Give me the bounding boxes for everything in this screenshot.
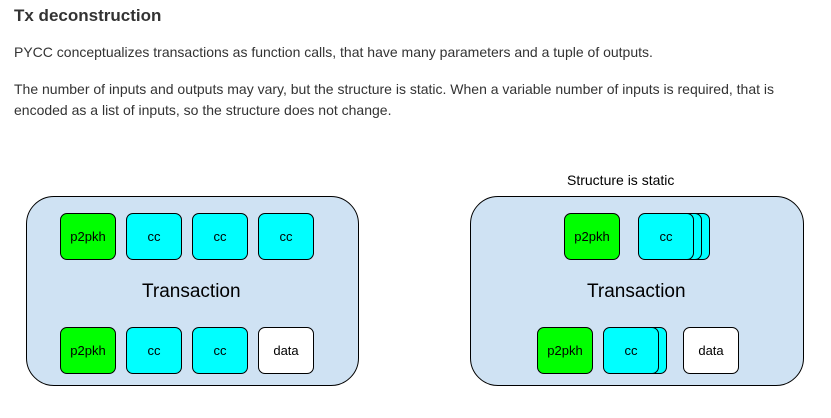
left-output-cc-2: cc: [192, 327, 248, 374]
right-transaction-label: Transaction: [587, 281, 686, 302]
intro-paragraph: PYCC conceptualizes transactions as func…: [14, 44, 653, 60]
left-transaction-box: Transaction p2pkh cc cc cc p2pkh cc cc d…: [26, 196, 359, 386]
left-output-p2pkh: p2pkh: [60, 327, 116, 374]
right-output-p2pkh: p2pkh: [537, 327, 593, 374]
left-output-cc-1: cc: [126, 327, 182, 374]
right-output-cc-stack: cc: [603, 327, 659, 374]
right-output-data: data: [683, 327, 739, 374]
left-input-cc-3: cc: [258, 213, 314, 260]
left-transaction-label: Transaction: [142, 281, 241, 302]
left-input-cc-1: cc: [126, 213, 182, 260]
diagram-caption: Structure is static: [567, 172, 675, 188]
left-output-data: data: [258, 327, 314, 374]
detail-paragraph: The number of inputs and outputs may var…: [14, 81, 775, 118]
right-input-cc-stack: cc: [638, 213, 694, 260]
right-transaction-box: Transaction p2pkh cc p2pkh cc data: [470, 196, 804, 386]
left-input-p2pkh: p2pkh: [60, 213, 116, 260]
section-heading: Tx deconstruction: [14, 6, 162, 25]
right-input-p2pkh: p2pkh: [564, 213, 620, 260]
left-input-cc-2: cc: [192, 213, 248, 260]
